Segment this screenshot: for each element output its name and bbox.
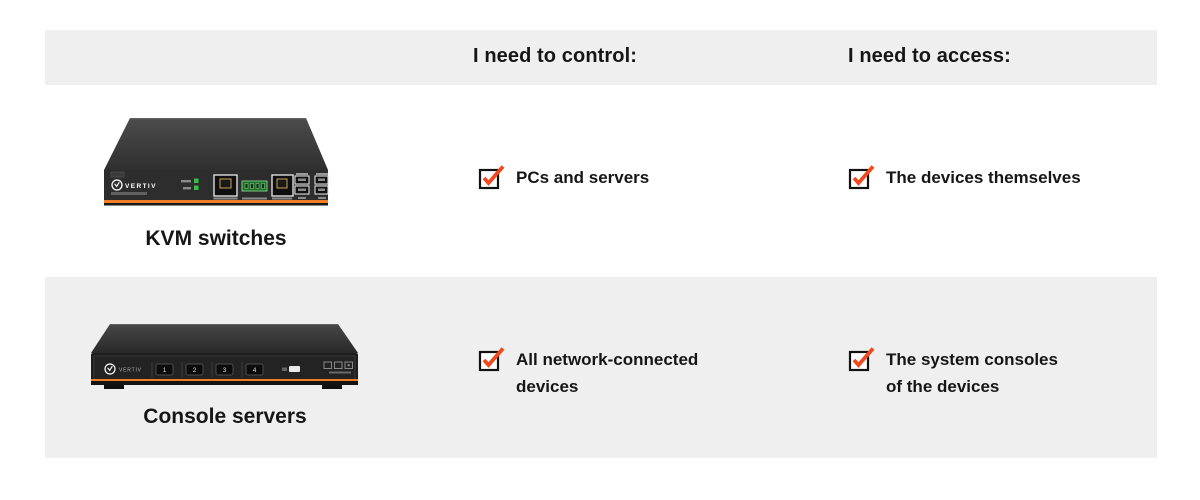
label-line: PCs and servers — [516, 168, 650, 187]
checked-checkbox-icon — [848, 347, 875, 372]
label-line: The system consoles — [886, 350, 1058, 369]
kvm-orange-stripe — [104, 200, 328, 203]
kvm-usb-ports — [294, 173, 310, 199]
kvm-switch-device-image: VERTIV — [104, 117, 329, 206]
console-servers-caption: Console servers — [143, 405, 307, 428]
console-foot — [104, 385, 124, 389]
console-port-button-3: 3 — [211, 362, 234, 377]
kvm-switches-caption: KVM switches — [145, 227, 287, 250]
vertiv-logo-icon — [104, 363, 116, 375]
column-header-control: I need to control: — [473, 45, 638, 67]
console-control-label: All network-connected devices — [516, 345, 698, 400]
kvm-terminal-block — [241, 180, 268, 200]
console-right-icons — [323, 361, 353, 374]
svg-text:4: 4 — [253, 367, 257, 374]
label-line: of the devices — [886, 377, 1000, 396]
console-orange-stripe — [91, 379, 358, 381]
console-port-button-2: 2 — [181, 362, 204, 377]
svg-text:3: 3 — [223, 367, 227, 374]
console-server-device-image: VERTIV 1 2 3 4 — [91, 324, 358, 389]
label-line: All network-connected — [516, 350, 699, 369]
kvm-access-cell: The devices themselves — [848, 163, 1081, 191]
console-port-button-4: 4 — [241, 362, 264, 377]
kvm-model-text-blur — [111, 192, 147, 195]
kvm-rj45-port — [213, 174, 238, 200]
console-power-indicator — [282, 366, 300, 372]
console-brand-text: VERTIV — [119, 368, 142, 374]
column-header-access: I need to access: — [848, 45, 1011, 67]
vertiv-logo-icon — [111, 179, 123, 191]
svg-text:2: 2 — [193, 367, 197, 374]
console-control-cell: All network-connected devices — [478, 345, 698, 400]
kvm-access-label: The devices themselves — [886, 163, 1081, 191]
label-line: The devices themselves — [886, 168, 1081, 187]
kvm-rj45-port — [271, 174, 294, 200]
kvm-front-chip — [110, 171, 125, 178]
label-line: devices — [516, 377, 579, 396]
kvm-usb-ports — [314, 173, 329, 199]
console-foot — [322, 385, 342, 389]
kvm-control-label: PCs and servers — [516, 163, 649, 191]
console-access-label: The system consoles of the devices — [886, 345, 1058, 400]
kvm-power-led — [194, 185, 199, 190]
console-port-button-1: 1 — [151, 362, 174, 377]
svg-text:1: 1 — [163, 367, 167, 374]
console-access-cell: The system consoles of the devices — [848, 345, 1058, 400]
kvm-brand-text: VERTIV — [125, 183, 157, 190]
checked-checkbox-icon — [478, 165, 505, 190]
kvm-control-cell: PCs and servers — [478, 163, 649, 191]
checked-checkbox-icon — [848, 165, 875, 190]
header-band — [45, 30, 1157, 85]
kvm-status-led — [194, 178, 199, 183]
checked-checkbox-icon — [478, 347, 505, 372]
